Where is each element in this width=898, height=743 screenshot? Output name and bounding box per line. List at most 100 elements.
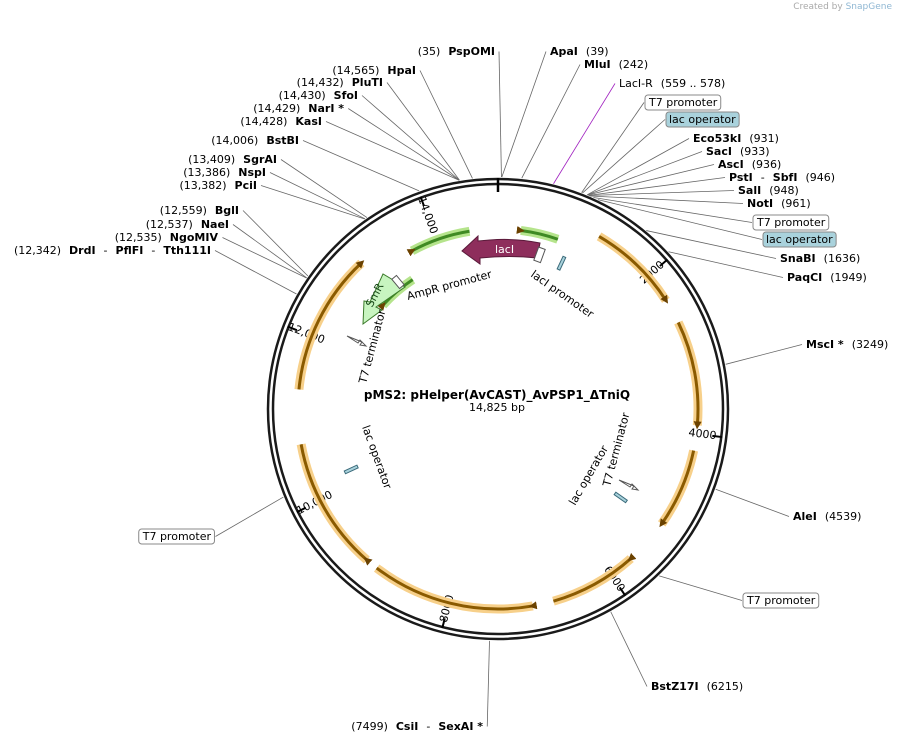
- site-label: (7499) CsiI-SexAI *: [351, 720, 483, 733]
- site-label-part: SalI: [738, 184, 761, 197]
- site-label: lac operator: [665, 111, 740, 128]
- site-label-part: (1636): [824, 252, 861, 265]
- site-label-part: (4539): [825, 510, 862, 523]
- site-label-part: lac operator: [669, 113, 736, 126]
- site-label: (14,430)SfoI: [279, 89, 358, 102]
- feature-arc: [406, 229, 470, 257]
- leader-line: [581, 102, 645, 193]
- site-label-part: (14,429): [253, 102, 300, 115]
- site-label: lac operator: [762, 231, 837, 248]
- leader-line: [280, 159, 368, 218]
- site-label-part: PspOMI: [448, 45, 495, 58]
- site-label: MscI *(3249): [806, 338, 888, 351]
- site-label-part: T7 promoter: [648, 96, 718, 109]
- lacI-feature: lacI: [461, 234, 541, 265]
- site-label-part: (1949): [830, 271, 867, 284]
- svg-text:(12,342)DrdI-PflFI-Tth111I: (12,342)DrdI-PflFI-Tth111I: [14, 244, 211, 257]
- svg-text:NotI(961): NotI (961): [747, 197, 811, 210]
- leader-line: [610, 611, 648, 687]
- svg-text:AleI(4539): AleI(4539): [793, 510, 861, 523]
- lac-operator-glyph-top: [556, 255, 567, 271]
- site-label-part: (13,386): [183, 166, 230, 179]
- tick-label: 4000: [688, 426, 717, 442]
- site-label-part: ApaI: [550, 45, 578, 58]
- leader-line: [501, 51, 547, 178]
- map-length: 14,825 bp: [469, 401, 525, 414]
- leader-line: [715, 488, 790, 517]
- svg-text:(14,006)BstBI: (14,006)BstBI: [211, 134, 299, 147]
- feature-arc: [676, 321, 702, 430]
- site-label: (13,382)PciI: [179, 179, 257, 192]
- site-label-part: (933): [740, 145, 770, 158]
- feature-label-box: [742, 592, 820, 609]
- site-label: (14,006)BstBI: [211, 134, 299, 147]
- site-label: (13,409)SgrAI: [188, 153, 277, 166]
- leader-line: [587, 151, 703, 196]
- svg-text:(14,430)SfoI: (14,430)SfoI: [279, 89, 358, 102]
- lacI-promoter-glyph: [533, 246, 546, 264]
- svg-text:SalI(948): SalI(948): [738, 184, 799, 197]
- leader-line: [498, 51, 502, 178]
- leader-line: [419, 70, 473, 179]
- svg-text:(12,559)BglI: (12,559)BglI: [160, 204, 239, 217]
- leader-line: [215, 496, 284, 537]
- leader-line: [242, 210, 309, 277]
- site-label-part: CsiI: [396, 720, 418, 733]
- svg-text:MscI *(3249): MscI *(3249): [806, 338, 888, 351]
- site-label: (12,559)BglI: [160, 204, 239, 217]
- site-label: (35) PspOMI: [418, 45, 495, 58]
- leader-line: [588, 177, 726, 196]
- leader-line: [361, 95, 460, 181]
- site-label: Eco53kI (931): [693, 132, 779, 145]
- site-label: T7 promoter: [644, 94, 722, 111]
- site-label-part: PciI: [235, 179, 257, 192]
- smr-arrow: [362, 273, 406, 326]
- site-label-part: -: [426, 720, 430, 733]
- site-label-part: AscI: [718, 158, 744, 171]
- t7-terminator-glyph-right: [618, 479, 640, 491]
- site-label-part: BstZ17I: [651, 680, 699, 693]
- site-label: (12,537)NaeI: [146, 218, 229, 231]
- leader-line: [486, 640, 490, 727]
- site-label: PstI-SbfI(946): [729, 171, 835, 184]
- lacI-arrow: [461, 234, 541, 265]
- site-label-part: (7499): [351, 720, 388, 733]
- site-label: SnaBI(1636): [780, 252, 860, 265]
- leader-line: [597, 199, 763, 240]
- site-label-part: Tth111I: [163, 244, 211, 257]
- site-label-part: (961): [781, 197, 811, 210]
- svg-text:(7499)CsiI-SexAI *: (7499) CsiI-SexAI *: [351, 720, 483, 733]
- leader-line: [725, 344, 803, 365]
- site-label-part: (35): [418, 45, 441, 58]
- site-label-part: KasI: [295, 115, 322, 128]
- svg-text:T7 promoter: T7 promoter: [746, 594, 816, 607]
- leader-line: [521, 64, 581, 179]
- site-label: (12,535) NgoMIV: [115, 231, 219, 244]
- tick-mark: [618, 586, 627, 597]
- site-label-part: (14,565): [332, 64, 379, 77]
- site-label-part: (931): [749, 132, 779, 145]
- svg-text:(13,409)SgrAI: (13,409)SgrAI: [188, 153, 277, 166]
- site-label: NotI (961): [747, 197, 811, 210]
- site-label-part: NgoMIV: [170, 231, 219, 244]
- site-label: T7 promoter: [138, 528, 215, 545]
- site-label: BstZ17I(6215): [651, 680, 743, 693]
- feature-arc-halo: [658, 449, 699, 527]
- site-label-part: NotI: [747, 197, 773, 210]
- site-label-part: PstI: [729, 171, 753, 184]
- feature-label-box: [644, 94, 722, 111]
- site-label-part: (14,428): [240, 115, 287, 128]
- site-label-part: (12,535): [115, 231, 162, 244]
- site-label-part: SbfI: [773, 171, 798, 184]
- site-label-part: Eco53kI: [693, 132, 741, 145]
- site-label: AscI(936): [718, 158, 781, 171]
- svg-text:SacI(933): SacI(933): [706, 145, 770, 158]
- leader-line: [302, 140, 420, 192]
- site-label-part: SfoI: [334, 89, 358, 102]
- site-label-part: (12,559): [160, 204, 207, 217]
- site-label-part: SexAI *: [438, 720, 483, 733]
- leader-line: [668, 251, 784, 278]
- svg-text:(35)PspOMI: (35) PspOMI: [418, 45, 495, 58]
- feature-arc: [553, 552, 637, 603]
- t7-terminator-glyph-left: [346, 335, 368, 347]
